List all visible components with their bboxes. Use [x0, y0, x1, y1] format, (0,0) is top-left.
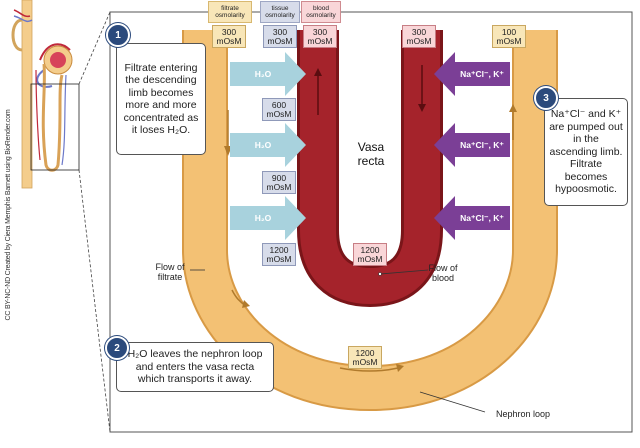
filtrate-conc-top-right: 100 mOsM — [492, 25, 526, 48]
blood-conc-top-left: 300 mOsM — [303, 25, 337, 48]
zoom-line-top — [78, 11, 111, 85]
flow-of-filtrate-label: Flow of filtrate — [155, 262, 185, 282]
tissue-conc-600: 600 mOsM — [262, 98, 296, 121]
key-blood-osmolarity: blood osmolarity — [301, 1, 341, 23]
water-label-1: H₂O — [254, 69, 272, 79]
blood-conc-top-right: 300 mOsM — [402, 25, 436, 48]
ion-label-1: Na⁺Cl⁻, K⁺ — [460, 69, 504, 79]
filtrate-conc-top-left: 300 mOsM — [212, 25, 246, 48]
step-3-note: Na⁺Cl⁻ and K⁺ are pumped out in the asce… — [544, 98, 628, 206]
tissue-conc-1200: 1200 mOsM — [262, 243, 296, 266]
key-filtrate-osmolarity: filtrate osmolarity — [208, 1, 252, 23]
ion-label-3: Na⁺Cl⁻, K⁺ — [460, 213, 504, 223]
pointer-nephron-loop — [419, 391, 486, 413]
water-arrows — [230, 52, 306, 240]
ion-arrow-1 — [434, 52, 510, 96]
diagram-frame — [109, 11, 633, 433]
thumbnail-zoom-box — [30, 83, 80, 171]
ion-arrows — [434, 52, 510, 240]
water-label-2: H₂O — [254, 140, 272, 150]
water-arrow-2 — [230, 123, 306, 167]
pointer-flow-blood — [379, 269, 429, 275]
blood-conc-bottom: 1200 mOsM — [353, 243, 387, 266]
step-3-badge: 3 — [534, 86, 558, 110]
vasa-recta-label: Vasa recta — [357, 140, 385, 168]
credit-text: CC BY-NC-ND Created by Ciera Memphis Bar… — [5, 109, 12, 321]
tissue-conc-top: 300 mOsM — [263, 25, 297, 48]
water-arrow-1 — [230, 52, 306, 96]
water-arrow-3 — [230, 196, 306, 240]
step-2-note: H₂O leaves the nephron loop and enters t… — [116, 342, 274, 392]
ion-arrow-2 — [434, 123, 510, 167]
step-2-badge: 2 — [105, 336, 129, 360]
ion-arrow-3 — [434, 196, 510, 240]
key-tissue-osmolarity: tissue osmolarity — [260, 1, 300, 23]
filtrate-conc-bottom: 1200 mOsM — [348, 346, 382, 369]
nephron-thumbnail — [11, 0, 80, 189]
step-1-note: Filtrate entering the descending limb be… — [116, 43, 206, 155]
flow-arrows — [224, 65, 517, 372]
flow-of-blood-label: Flow of blood — [428, 263, 458, 283]
ion-label-2: Na⁺Cl⁻, K⁺ — [460, 140, 504, 150]
nephron-loop-label: Nephron loop — [495, 409, 551, 419]
zoom-line-bottom — [78, 169, 111, 433]
tissue-conc-900: 900 mOsM — [262, 171, 296, 194]
water-label-3: H₂O — [254, 213, 272, 223]
step-1-badge: 1 — [106, 23, 130, 47]
